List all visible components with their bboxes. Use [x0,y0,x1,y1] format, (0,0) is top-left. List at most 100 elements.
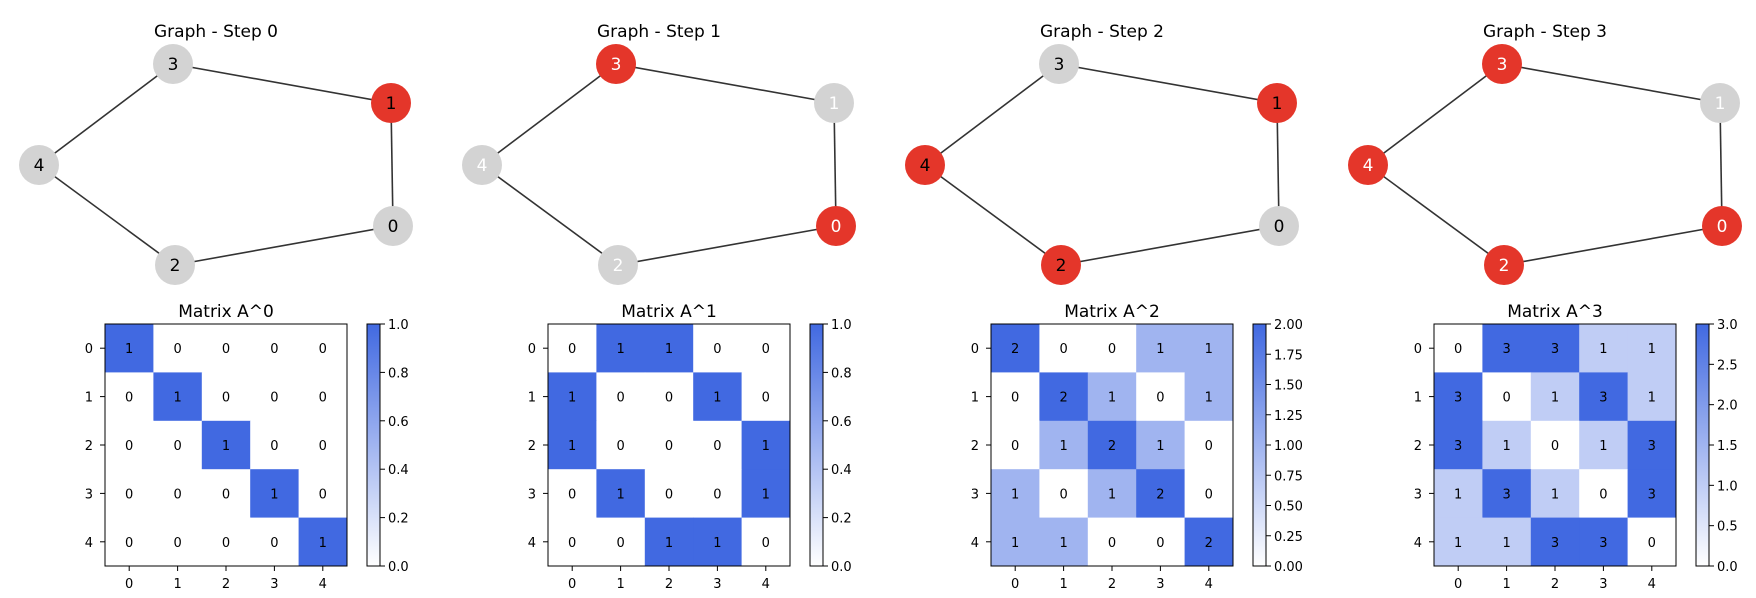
heatmap-value-2-3: 1 [1599,439,1607,454]
heatmap-value-3-4: 3 [1648,487,1656,502]
x-tick-label: 4 [319,577,327,592]
heatmap-cell-0-3 [250,324,300,373]
heatmap-cell-4-1 [596,517,646,567]
x-tick-label: 4 [1205,577,1213,592]
heatmap-value-2-3: 0 [270,439,278,454]
graph-title: Graph - Step 0 [154,22,278,42]
heatmap-cell-0-0 [1434,324,1483,373]
x-tick-label: 3 [713,577,721,592]
graph-node-label-3: 3 [1497,55,1508,75]
heatmap-value-0-3: 1 [1156,342,1164,357]
graph-edges [38,63,394,266]
colorbar-tick-label: 0.4 [388,463,409,478]
graph-node-0 [1702,206,1742,246]
heatmap-value-3-1: 3 [1502,487,1510,502]
graph-edge-1-3 [172,63,392,104]
colorbar-tick-label: 0.0 [831,560,852,575]
heatmap-cell-0-1 [153,324,203,373]
graph-node-label-3: 3 [611,55,622,75]
heatmap-cell-2-1 [1482,420,1532,470]
heatmap-cell-4-0 [105,517,154,567]
heatmap-value-3-2: 0 [665,487,673,502]
heatmap-cell-2-0 [548,420,597,470]
x-tick-label: 4 [762,577,770,592]
colorbar-tick-label: 1.0 [831,318,852,333]
graph-edge-1-3 [1501,63,1721,104]
y-tick-label: 2 [1414,439,1422,454]
heatmap-value-1-3: 0 [270,391,278,406]
heatmap-value-4-4: 2 [1205,536,1213,551]
graph-node-4 [905,145,945,185]
heatmap-cell-3-3 [1136,469,1186,519]
heatmap-value-0-2: 3 [1551,342,1559,357]
heatmap-cell-4-1 [1039,517,1089,567]
heatmap-value-4-2: 0 [1108,536,1116,551]
heatmap-value-1-0: 0 [125,391,133,406]
colorbar-tick-label: 0.0 [1717,560,1738,575]
heatmap-cell-2-2 [644,420,694,470]
heatmap-cell-1-2 [1087,372,1137,422]
heatmap-cell-1-3 [250,372,300,422]
heatmap-value-2-2: 1 [222,439,230,454]
graph-edges [481,63,837,266]
graph-node-2 [155,245,195,285]
heatmap-cell-0-1 [596,324,646,373]
colorbar-tick-label: 0.5 [1717,520,1738,535]
colorbar-tick-label: 0.25 [1274,530,1303,545]
x-tick-label: 1 [616,577,624,592]
x-tick-label: 0 [1454,577,1462,592]
heatmap-cell-0-0 [548,324,597,373]
heatmap-cell-2-2 [1530,420,1580,470]
heatmap-value-2-2: 0 [665,439,673,454]
heatmap-cell-1-0 [105,372,154,422]
graph-edge-1-3 [1058,63,1278,104]
colorbar-tick-label: 0.6 [388,415,409,430]
heatmap-value-3-4: 0 [1205,487,1213,502]
matrix-title: Matrix A^0 [178,302,274,322]
heatmap-value-4-4: 0 [762,536,770,551]
heatmap-value-4-3: 0 [1156,536,1164,551]
heatmap-cell-1-0 [991,372,1040,422]
y-tick-label: 1 [85,391,93,406]
y-tick-label: 3 [528,487,536,502]
graph-edge-3-4 [38,63,174,166]
heatmap-cell-4-1 [153,517,203,567]
graph-node-3 [1039,44,1079,84]
x-tick-label: 2 [1551,577,1559,592]
heatmap-cell-1-4 [1184,372,1234,422]
graph-node-label-1: 1 [386,94,397,114]
colorbar-tick-label: 0.4 [831,463,852,478]
colorbar-tick-label: 0.75 [1274,469,1303,484]
graph-node-0 [373,206,413,246]
graph-node-1 [814,83,854,123]
heatmap-cell-0-2 [1087,324,1137,373]
x-tick-label: 3 [1599,577,1607,592]
heatmap-cell-1-2 [644,372,694,422]
graph-edge-0-1 [833,102,837,227]
heatmap-cell-0-4 [1184,324,1234,373]
heatmap-value-3-3: 1 [270,487,278,502]
heatmap-cell-3-3 [693,469,743,519]
heatmap-value-3-1: 1 [616,487,624,502]
heatmap-cell-0-2 [644,324,694,373]
heatmap-value-3-3: 0 [713,487,721,502]
graph-node-1 [1257,83,1297,123]
heatmap-cell-3-4 [1184,469,1234,519]
graph-node-3 [1482,44,1522,84]
graph-node-label-4: 4 [477,156,488,176]
colorbar-tick-label: 1.50 [1274,379,1303,394]
heatmap-cell-0-1 [1482,324,1532,373]
x-tick-label: 0 [568,577,576,592]
heatmap-cell-4-4 [298,517,348,567]
heatmap-cell-0-4 [741,324,791,373]
heatmap-cell-2-1 [153,420,203,470]
colorbar-tick-label: 0.0 [388,560,409,575]
y-tick-label: 0 [85,342,93,357]
heatmap-cell-4-3 [693,517,743,567]
graph-node-2 [1041,245,1081,285]
heatmap-cell-0-4 [298,324,348,373]
colorbar-gradient [1252,323,1267,567]
heatmap-cell-2-1 [1039,420,1089,470]
heatmap-value-0-0: 2 [1011,342,1019,357]
